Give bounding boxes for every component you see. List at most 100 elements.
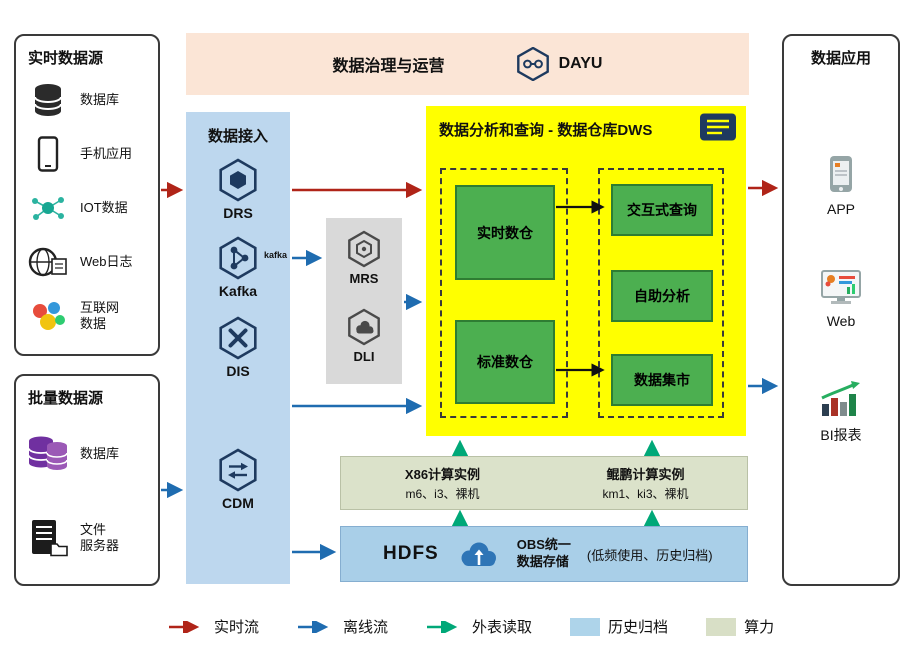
database-icon [24,81,72,119]
source-item-label: 数据库 [80,445,120,461]
realtime-sources-panel: 实时数据源 数据库 手机应用 [14,34,160,356]
dayu-icon [516,47,549,81]
dayu-logo: DAYU [515,47,603,81]
service-item-mrs: MRS [326,230,402,286]
kunpeng-title: 鲲鹏计算实例 [606,467,685,482]
legend-realtime-arrow [169,620,200,633]
ingestion-item-kafka: Kafka kafka [186,236,290,299]
dws-title: 数据分析和查询 - 数据仓库DWS [439,122,653,139]
dayu-label: DAYU [558,55,603,72]
service-item-label: DLI [353,349,375,364]
storage-bar: HDFS OBS统一 数据存储 (低频使用、历史归档) [340,526,748,582]
web-log-icon [24,246,72,278]
compute-swatch [706,617,737,636]
source-item: 数据库 [24,422,154,486]
obs-title-line: OBS统一 [516,537,571,553]
warehouse-group: 实时数仓 标准数仓 [440,168,568,418]
ingestion-item-label: DIS [226,363,250,379]
realtime-sources-title: 实时数据源 [28,50,104,67]
legend-label: 实时流 [214,619,260,636]
source-item-label: Web日志 [80,253,133,269]
mobile-app-icon [24,135,72,173]
file-server-icon [24,518,72,558]
application-label: APP [826,201,855,217]
analysis-group: 交互式查询 自助分析 数据集市 [598,168,724,418]
x86-subtitle: m6、i3、裸机 [405,487,480,501]
dis-icon [219,316,257,360]
source-item-label: 文件 服务器 [80,521,120,553]
legend-item-compute: 算力 [706,616,774,637]
source-item-label: IOT数据 [80,199,128,215]
iot-icon [24,192,72,224]
source-item: 互联网 数据 [24,292,154,340]
kunpeng-subtitle: km1、ki3、裸机 [602,487,689,501]
legend-item-external: 外表读取 [426,616,532,637]
compute-services-box: MRS DLI [326,218,402,384]
ingestion-item-label: CDM [222,495,254,511]
legend-item-realtime: 实时流 [168,616,259,637]
source-item: 手机应用 [24,130,154,178]
application-item: APP [784,154,898,217]
ingestion-item-dis: DIS [186,316,290,379]
source-item: Web日志 [24,238,154,286]
archive-swatch [570,617,601,636]
dli-icon [348,308,380,346]
node-interactive-query: 交互式查询 [611,184,713,236]
batch-sources-panel: 批量数据源 [14,374,160,586]
drs-icon [219,158,257,202]
application-item: Web [784,268,898,329]
web-icon [821,270,861,304]
ingestion-item-cdm: CDM [186,448,290,511]
ingestion-item-drs: DRS [186,158,290,221]
ingestion-item-label: Kafka [218,283,258,299]
node-data-mart: 数据集市 [611,354,713,406]
source-item-label: 互联网 数据 [80,299,120,331]
governance-banner: 数据治理与运营 DAYU [186,33,749,95]
source-item-label: 数据库 [80,91,120,107]
batch-database-icon [24,433,72,475]
source-item: 文件 服务器 [24,506,154,570]
source-item-label: 手机应用 [80,145,133,161]
node-realtime-warehouse: 实时数仓 [455,185,555,280]
application-label: BI报表 [820,427,862,443]
storage-note: (低频使用、历史归档) [586,547,713,563]
application-label: Web [826,313,856,329]
legend-label: 离线流 [343,619,389,636]
ingestion-panel: 数据接入 DRS Kafka kafka [186,112,290,584]
obs-title-line: 数据存储 [516,554,569,569]
applications-panel: 数据应用 APP W [782,34,900,586]
applications-title: 数据应用 [810,50,871,67]
legend-label: 算力 [744,619,775,636]
compute-instances-bar: X86计算实例 m6、i3、裸机 鲲鹏计算实例 km1、ki3、裸机 [340,456,748,510]
obs-title: OBS统一 数据存储 [517,537,571,571]
kafka-brand-label: kafka [263,250,287,260]
legend-item-archive: 历史归档 [570,616,668,637]
source-item: 数据库 [24,76,154,124]
legend: 实时流 离线流 外表读取 历史归档 算力 [168,616,774,637]
ingestion-item-label: DRS [223,205,253,221]
x86-title: X86计算实例 [404,467,481,482]
obs-cloud-icon [461,542,496,566]
service-item-dli: DLI [326,308,402,364]
x86-instances: X86计算实例 m6、i3、裸机 [341,457,544,509]
governance-title: 数据治理与运营 [332,58,445,75]
internet-data-icon [24,299,72,333]
report-icon [700,113,736,141]
mrs-icon [348,230,380,268]
cdm-icon [219,448,257,492]
legend-label: 历史归档 [608,619,669,636]
legend-label: 外表读取 [472,619,533,636]
node-standard-warehouse: 标准数仓 [455,320,555,404]
hdfs-label: HDFS [383,543,439,564]
application-item: BI报表 [784,380,898,445]
dws-panel: 数据分析和查询 - 数据仓库DWS 实时数仓 标准数仓 交互式查询 自助分析 数… [426,106,746,436]
legend-item-offline: 离线流 [297,616,388,637]
legend-external-arrow [427,620,458,633]
ingestion-title: 数据接入 [207,128,268,145]
app-icon [830,156,852,192]
service-item-label: MRS [349,271,379,286]
legend-offline-arrow [298,620,329,633]
batch-sources-title: 批量数据源 [28,390,104,407]
bi-report-icon [821,381,860,416]
